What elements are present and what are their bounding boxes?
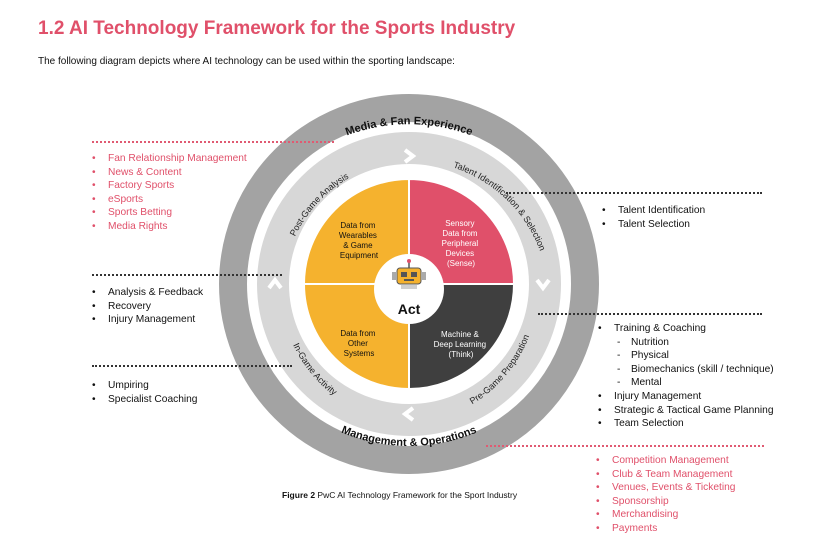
robot-icon — [392, 259, 426, 289]
connector-training — [538, 313, 762, 315]
sub-list-item: Mental — [614, 376, 774, 390]
quadrant-sensory — [408, 177, 516, 285]
list-item: Venues, Events & Ticketing — [592, 481, 735, 495]
list-item: Recovery — [88, 300, 203, 314]
list-item: Strategic & Tactical Game Planning — [594, 404, 774, 418]
intro-text: The following diagram depicts where AI t… — [38, 56, 455, 67]
list-item: Competition Management — [592, 454, 735, 468]
analysis-list: Analysis & Feedback Recovery Injury Mana… — [88, 286, 203, 327]
page-heading: 1.2 AI Technology Framework for the Spor… — [38, 18, 516, 39]
list-item: Factory Sports — [88, 179, 247, 193]
connector-management — [486, 445, 764, 447]
list-item: Injury Management — [594, 390, 774, 404]
center-act-label: Act — [398, 301, 421, 317]
figure-caption: Figure 2 PwC AI Technology Framework for… — [282, 490, 517, 500]
list-item: Analysis & Feedback — [88, 286, 203, 300]
sub-list-item: Biomechanics (skill / technique) — [614, 363, 774, 377]
training-sublist: Nutrition Physical Biomechanics (skill /… — [614, 336, 774, 390]
connector-ingame — [92, 365, 292, 367]
list-item: Sports Betting — [88, 206, 247, 220]
management-list: Competition Management Club & Team Manag… — [592, 454, 735, 536]
list-item: Team Selection — [594, 417, 774, 431]
list-item: Merchandising — [592, 508, 735, 522]
sub-list-item: Nutrition — [614, 336, 774, 350]
list-item: Umpiring — [88, 379, 197, 393]
list-item: Talent Selection — [598, 218, 705, 232]
in-game-list: Umpiring Specialist Coaching — [88, 379, 197, 406]
quadrant-sensory-label: Sensory Data from Peripheral Devices (Se… — [442, 219, 481, 268]
outer-ring — [219, 94, 599, 474]
list-item: Fan Relationship Management — [88, 152, 247, 166]
middle-ring — [257, 132, 561, 436]
training-heading: Training & Coaching — [614, 323, 706, 334]
list-item: Payments — [592, 522, 735, 536]
list-item: Sponsorship — [592, 495, 735, 509]
fan-experience-list: Fan Relationship Management News & Conte… — [88, 152, 247, 234]
quadrant-wearables — [302, 177, 410, 285]
quadrant-other-label: Data from Other Systems — [340, 329, 377, 358]
talent-list: Talent Identification Talent Selection — [598, 204, 705, 231]
connector-analysis — [92, 274, 282, 276]
caption-figure-number: Figure 2 — [282, 490, 316, 500]
list-item: Club & Team Management — [592, 468, 735, 482]
connector-fan — [92, 141, 334, 143]
quadrant-wearables-label: Data from Wearables & Game Equipment — [339, 221, 379, 260]
training-list: Training & Coaching Nutrition Physical B… — [594, 322, 774, 431]
caption-text: PwC AI Technology Framework for the Spor… — [315, 490, 518, 500]
list-item: eSports — [88, 193, 247, 207]
list-item: Training & Coaching Nutrition Physical B… — [594, 322, 774, 390]
sub-list-item: Physical — [614, 349, 774, 363]
list-item: Media Rights — [88, 220, 247, 234]
list-item: Specialist Coaching — [88, 393, 197, 407]
quadrant-ml-label: Machine & Deep Learning (Think) — [434, 330, 489, 359]
list-item: Talent Identification — [598, 204, 705, 218]
list-item: News & Content — [88, 166, 247, 180]
connector-talent — [506, 192, 762, 194]
list-item: Injury Management — [88, 313, 203, 327]
